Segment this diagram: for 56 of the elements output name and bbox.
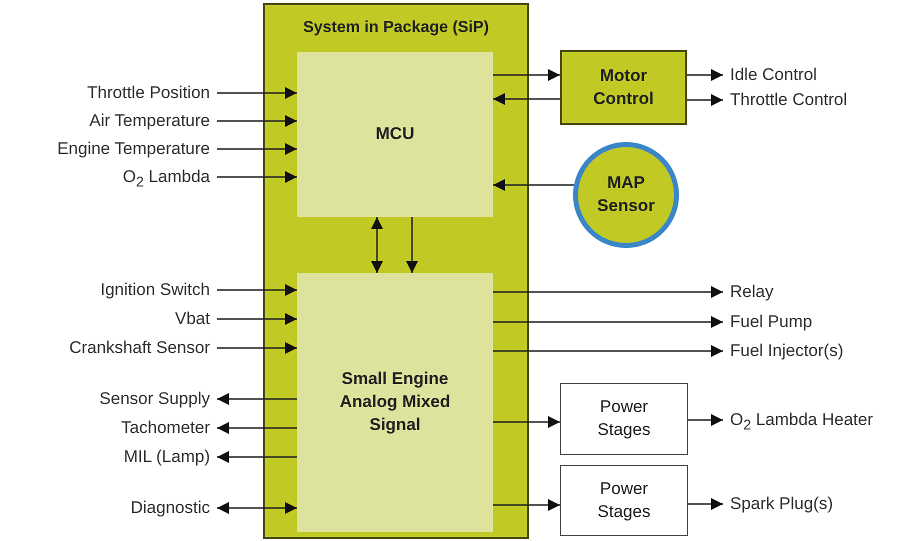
signal-label: O$_{2}$ Lambda Heater	[730, 409, 874, 436]
signal-label: Idle Control	[730, 64, 817, 86]
signal-label: Air Temperature	[89, 110, 210, 132]
arrow	[493, 499, 560, 511]
signal-label: Sensor Supply	[99, 388, 210, 410]
signal-label: Ignition Switch	[100, 279, 210, 301]
control-block	[560, 50, 687, 125]
arrow	[217, 115, 297, 127]
signal-label: Fuel Injector(s)	[730, 340, 844, 362]
arrow	[493, 179, 574, 191]
power-stage-block	[560, 383, 688, 455]
arrow	[217, 87, 297, 99]
arrow	[687, 94, 723, 106]
signal-label: Diagnostic	[130, 497, 210, 519]
signal-label: Relay	[730, 281, 774, 303]
function-block	[297, 273, 493, 532]
arrow	[688, 498, 723, 510]
arrow	[406, 217, 418, 273]
arrow	[687, 69, 723, 81]
package-container	[263, 3, 529, 539]
arrow	[217, 143, 297, 155]
arrow	[371, 217, 383, 273]
signal-label: O$_{2}$ Lambda	[122, 166, 210, 194]
block-label: MAP Sensor	[596, 172, 656, 217]
arrow	[217, 342, 297, 354]
signal-label: MIL (Lamp)	[124, 446, 210, 468]
signal-label: Vbat	[175, 308, 210, 330]
block-label: Motor Control	[592, 64, 655, 110]
signal-label: Throttle Position	[87, 82, 210, 104]
arrow	[217, 313, 297, 325]
signal-label: Engine Temperature	[57, 138, 210, 160]
arrow	[217, 451, 297, 463]
arrow	[493, 316, 723, 328]
arrow	[493, 93, 560, 105]
arrow	[493, 69, 560, 81]
block-label: Power Stages	[596, 478, 652, 522]
function-block	[297, 52, 493, 217]
signal-label: Fuel Pump	[730, 311, 812, 333]
power-stage-block	[560, 465, 688, 536]
arrow	[217, 171, 297, 183]
arrow	[493, 416, 560, 428]
block-label: Power Stages	[596, 396, 652, 441]
signal-label: Tachometer	[121, 417, 210, 439]
arrow	[493, 345, 723, 357]
arrow	[217, 393, 297, 405]
signal-label: Crankshaft Sensor	[69, 337, 210, 359]
signal-label: Spark Plug(s)	[730, 493, 833, 515]
arrow	[217, 422, 297, 434]
block-label: Small Engine Analog Mixed Signal	[338, 368, 452, 436]
block-label: MCU	[376, 123, 414, 146]
arrow	[217, 502, 297, 514]
arrow	[688, 414, 723, 426]
signal-label: Throttle Control	[730, 89, 848, 111]
arrow	[217, 284, 297, 296]
package-title: System in Package (SiP)	[302, 18, 490, 38]
arrow	[493, 286, 723, 298]
